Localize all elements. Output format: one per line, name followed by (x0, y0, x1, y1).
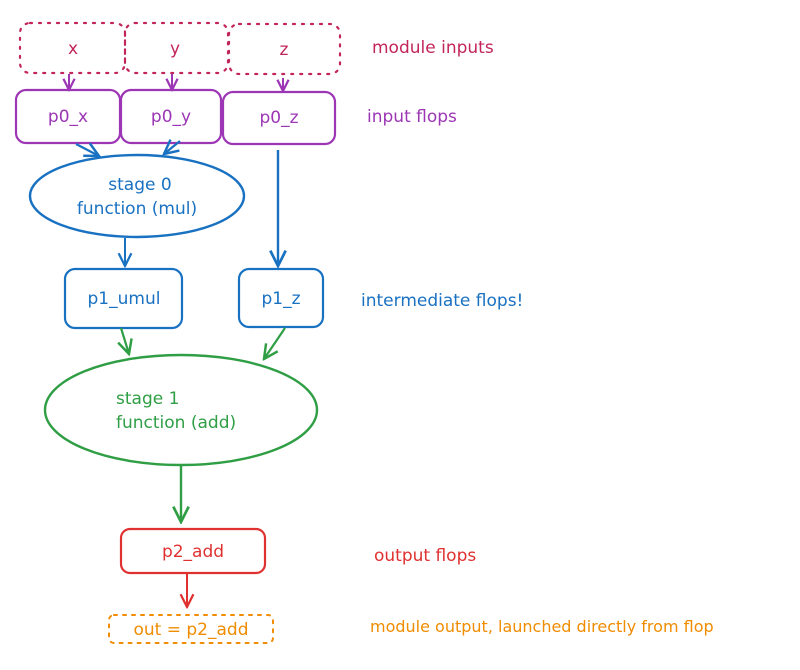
module-input-z: z (227, 22, 342, 76)
module-input-z-label: z (280, 40, 289, 60)
input-flop-p0-z-label: p0_z (259, 108, 298, 128)
intermediate-flop-p1-z: p1_z (237, 267, 325, 329)
intermediate-flop-p1-umul-label: p1_umul (88, 289, 161, 309)
stage1-subtitle: function (add) (116, 413, 236, 433)
arrow-p0x-to-stage0 (75, 144, 99, 156)
module-input-y-label: y (170, 39, 180, 59)
annotation-output-flops: output flops (374, 546, 476, 566)
annotation-intermediate-flops: intermediate flops! (361, 291, 523, 311)
module-output-label: out = p2_add (134, 620, 249, 640)
module-input-x-label: x (68, 39, 78, 59)
stage0-function: stage 0 function (mul) (28, 153, 246, 239)
annotation-input-flops: input flops (367, 107, 457, 127)
annotation-module-output: module output, launched directly from fl… (370, 617, 714, 636)
output-flop-p2-add: p2_add (119, 527, 267, 575)
module-input-x: x (18, 21, 127, 75)
annotation-module-inputs: module inputs (372, 38, 494, 58)
output-flop-p2-add-label: p2_add (162, 542, 224, 562)
stage1-function: stage 1 function (add) (43, 353, 319, 467)
input-flop-p0-y-label: p0_y (151, 107, 191, 127)
arrow-p1umul-to-stage1 (121, 327, 129, 354)
intermediate-flop-p1-umul: p1_umul (63, 267, 184, 330)
stage0-subtitle: function (mul) (77, 199, 197, 219)
arrow-p1z-to-stage1 (264, 327, 286, 359)
stage0-title: stage 0 (108, 175, 171, 195)
module-output-out: out = p2_add (108, 614, 274, 644)
module-input-y: y (123, 21, 230, 75)
input-flop-p0-x: p0_x (14, 88, 122, 145)
input-flop-p0-y: p0_y (119, 88, 223, 145)
input-flop-p0-z: p0_z (221, 90, 337, 146)
arrow-p0y-to-stage0 (164, 141, 181, 154)
intermediate-flop-p1-z-label: p1_z (261, 289, 300, 309)
stage1-title: stage 1 (116, 389, 179, 409)
input-flop-p0-x-label: p0_x (48, 107, 88, 127)
